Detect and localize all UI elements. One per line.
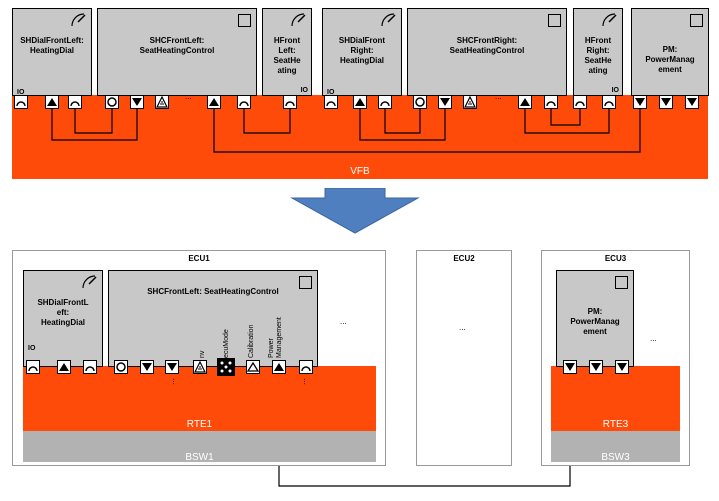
port-triangle-down[interactable]	[589, 360, 603, 374]
ecu-title: ECU2	[453, 254, 475, 263]
component-icon	[690, 14, 703, 27]
io-label: IO	[28, 345, 36, 352]
ecu-title: ECU3	[604, 254, 627, 263]
more-ports-dots: ...	[185, 92, 192, 101]
port-triangle-hatched[interactable]	[463, 95, 477, 109]
rte-label: RTE3	[602, 419, 629, 430]
io-label: IO	[327, 89, 335, 96]
dial-icon	[381, 13, 396, 27]
port-triangle-hatched[interactable]	[193, 360, 207, 374]
port-arc[interactable]	[324, 95, 338, 109]
bsw-label: BSW1	[185, 452, 214, 463]
bsw1: BSW1	[23, 431, 376, 463]
io-label: IO	[17, 89, 25, 96]
port-triangle-down[interactable]	[140, 360, 154, 374]
port-circle[interactable]	[413, 95, 427, 109]
port-arc[interactable]	[83, 360, 97, 374]
component-title: PM: PowerManag ement	[645, 45, 695, 74]
port-triangle-up[interactable]	[45, 95, 59, 109]
ecu-title: ECU1	[188, 254, 210, 263]
component-title: SHDialFrontL eft: HeatingDial	[37, 298, 89, 327]
port-triangle-down[interactable]	[438, 95, 452, 109]
port-circle[interactable]	[105, 95, 119, 109]
component-icon	[615, 276, 628, 289]
port-arc[interactable]	[378, 95, 392, 109]
port-arc[interactable]	[544, 95, 558, 109]
port-circle[interactable]	[114, 360, 128, 374]
component-title: SHCFrontLeft: SeatHeatingControl	[147, 287, 279, 296]
port-mode-dots[interactable]	[217, 358, 235, 376]
vfb-swc-sh-dial-front-left[interactable]: SHDialFrontLeft: HeatingDial IO	[12, 8, 92, 96]
component-icon	[299, 276, 312, 289]
ecu1-swc-dial[interactable]: SHDialFrontL eft: HeatingDial IO	[23, 270, 103, 367]
port-arc[interactable]	[573, 95, 587, 109]
io-label: IO	[300, 87, 308, 94]
dial-icon	[71, 13, 86, 27]
port-arc[interactable]	[299, 360, 313, 374]
component-title: SHCFrontRight: SeatHeatingControl	[449, 36, 525, 55]
vfb-swc-shc-front-left[interactable]: SHCFrontLeft: SeatHeatingControl ...	[97, 8, 257, 101]
component-title: HFront Right: SeatHe ating	[584, 36, 612, 75]
dial-icon	[291, 13, 306, 27]
port-triangle-down[interactable]	[615, 360, 629, 374]
port-arc[interactable]	[283, 95, 297, 109]
port-triangle-down[interactable]	[563, 360, 577, 374]
port-triangle-down[interactable]	[165, 360, 179, 374]
rte3: RTE3	[551, 366, 680, 431]
port-label-calibration: Calibration	[248, 324, 255, 358]
dial-icon	[602, 13, 617, 27]
more-components-dots: ...	[340, 317, 347, 326]
vfb-swc-sh-dial-front-right[interactable]: SHDialFront Right: HeatingDial IO	[322, 8, 402, 96]
vfb-swc-shc-front-right[interactable]: SHCFrontRight: SeatHeatingControl ...	[407, 8, 567, 101]
port-triangle-up[interactable]	[353, 95, 367, 109]
port-triangle-up[interactable]	[272, 360, 286, 374]
component-title: SHDialFrontLeft: HeatingDial	[20, 36, 84, 55]
port-triangle-up[interactable]	[518, 95, 532, 109]
port-label-power-management: Power Management	[268, 317, 283, 358]
more-ports-dots: ...	[301, 378, 311, 385]
port-triangle-hatched[interactable]	[155, 95, 169, 109]
port-arc[interactable]	[14, 95, 28, 109]
port-triangle-down[interactable]	[659, 95, 673, 109]
port-triangle-down[interactable]	[685, 95, 699, 109]
component-title: PM: PowerManag ement	[570, 307, 620, 336]
port-arc[interactable]	[26, 360, 40, 374]
port-triangle-up[interactable]	[207, 95, 221, 109]
port-arc[interactable]	[237, 95, 251, 109]
component-title: SHCFrontLeft: SeatHeatingControl	[139, 36, 215, 55]
io-label: IO	[611, 87, 619, 94]
more-components-dots: ...	[650, 334, 657, 343]
vfb-swc-pm[interactable]: PM: PowerManag ement	[631, 8, 709, 96]
dial-icon	[82, 275, 97, 289]
ecu3-swc-pm[interactable]: PM: PowerManag ement	[556, 270, 634, 367]
port-triangle-down[interactable]	[130, 95, 144, 109]
bsw3: BSW3	[551, 431, 680, 463]
port-triangle-down[interactable]	[633, 95, 647, 109]
port-label-nv: nv	[199, 350, 206, 358]
component-title: HFront Left: SeatHe ating	[273, 36, 301, 75]
rte1: RTE1	[23, 366, 376, 431]
port-arc[interactable]	[602, 95, 616, 109]
more-ports-dots: ...	[170, 378, 180, 385]
component-title: SHDialFront Right: HeatingDial	[338, 36, 386, 65]
deployment-arrow	[290, 188, 420, 234]
component-icon	[238, 14, 251, 27]
more-components-dots: ...	[459, 323, 466, 332]
ecu1-swc-control[interactable]: SHCFrontLeft: SeatHeatingControl	[108, 270, 318, 367]
rte-label: RTE1	[186, 419, 213, 430]
vfb-label: VFB	[350, 166, 370, 177]
port-triangle-up[interactable]	[57, 360, 71, 374]
vfb-swc-hfront-right[interactable]: HFront Right: SeatHe ating IO	[573, 8, 623, 96]
more-ports-dots: ...	[495, 92, 502, 101]
port-arc[interactable]	[68, 95, 82, 109]
bsw-label: BSW3	[601, 452, 630, 463]
ecu2[interactable]: ECU2 ...	[416, 250, 512, 466]
component-icon	[548, 14, 561, 27]
port-label-ecumode: ecuMode	[223, 329, 230, 358]
port-triangle-open[interactable]	[246, 360, 260, 374]
